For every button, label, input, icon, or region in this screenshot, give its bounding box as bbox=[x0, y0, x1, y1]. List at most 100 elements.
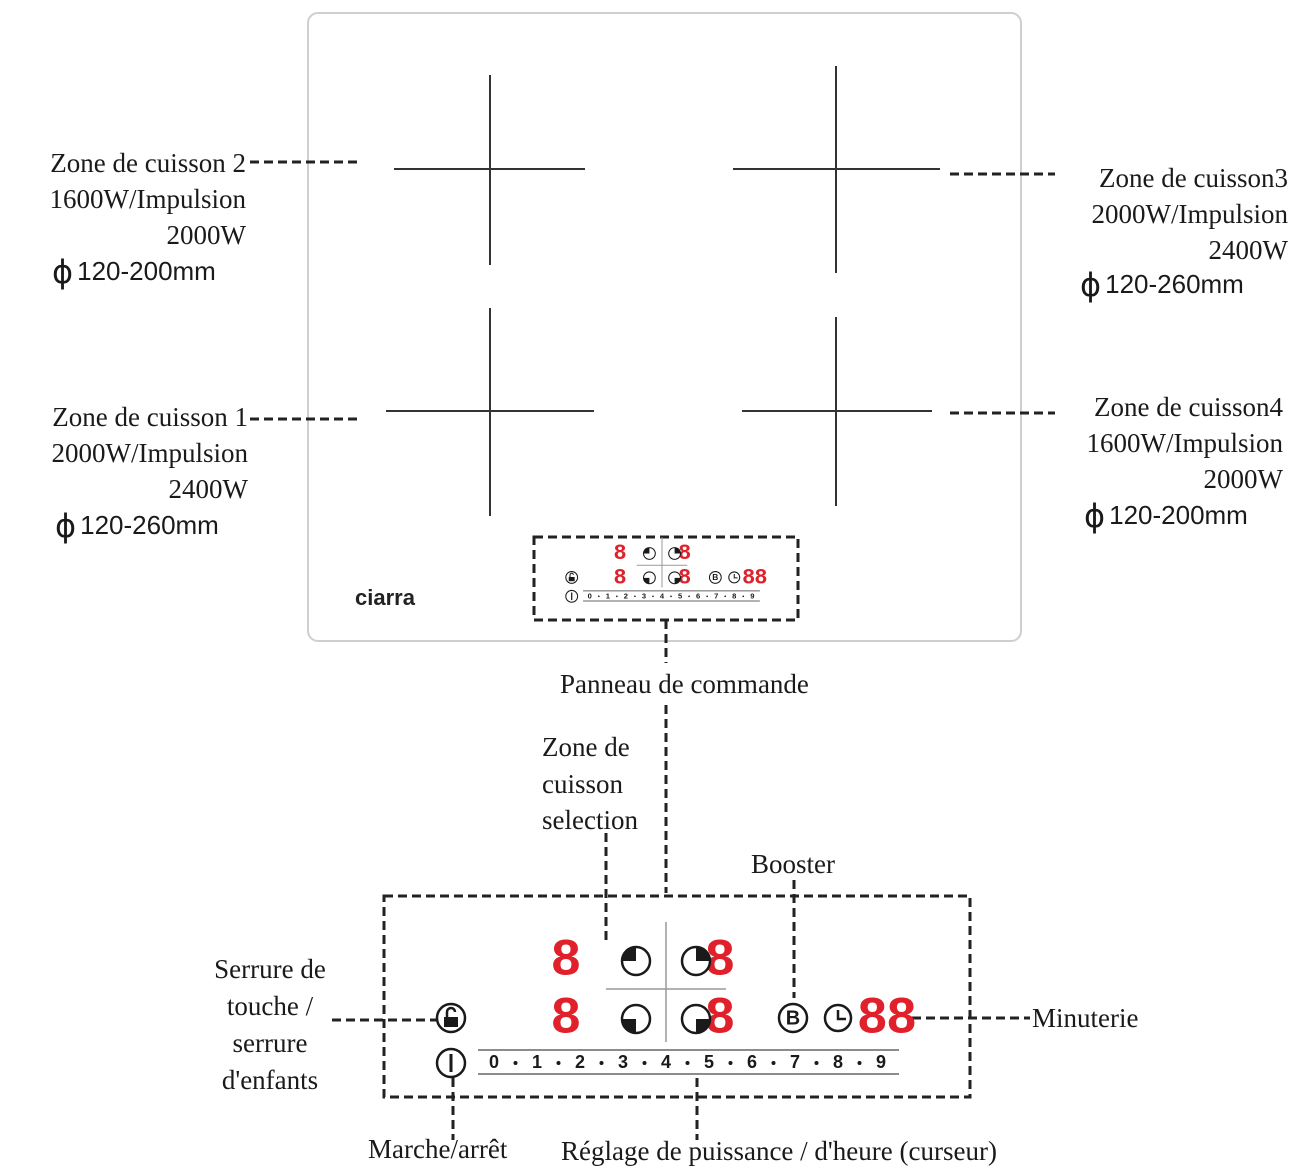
slider-dot bbox=[688, 595, 690, 598]
booster-letter: B bbox=[786, 1007, 800, 1029]
lock-body bbox=[568, 577, 575, 582]
zone-1-selector-icon bbox=[642, 571, 656, 585]
booster-circle bbox=[708, 571, 722, 584]
diameter-icon: ϕ bbox=[1080, 266, 1102, 304]
zone-quadrant bbox=[622, 947, 636, 961]
slider-value-3: 3 bbox=[618, 1052, 628, 1072]
zone-quadrant bbox=[643, 547, 650, 554]
zone-1-boost: 2400W bbox=[168, 474, 248, 504]
clock-hands bbox=[836, 1010, 846, 1021]
zone-2-title: Zone de cuisson 2 bbox=[50, 148, 246, 178]
zone-3-cross bbox=[733, 66, 940, 273]
zone-3-power: 2000W/Impulsion bbox=[1091, 199, 1289, 229]
zone-selection-line-2: cuisson bbox=[542, 768, 623, 799]
zone-4-selector-icon bbox=[680, 1003, 712, 1035]
slider-value-0: 0 bbox=[489, 1052, 499, 1072]
diameter-icon: ϕ bbox=[1084, 497, 1106, 535]
clock-icon bbox=[823, 1003, 853, 1033]
zone-selection-line-3: selection bbox=[542, 805, 638, 835]
slider-value-2: 2 bbox=[624, 591, 628, 600]
zone-4-title: Zone de cuisson4 bbox=[1094, 392, 1283, 422]
zone-2-power: 1600W/Impulsion bbox=[49, 184, 247, 214]
zone-2-label: Zone de cuisson 2 1600W/Impulsion 2000W bbox=[0, 145, 247, 253]
zone-3-selector-icon bbox=[668, 547, 682, 560]
slider-dot bbox=[597, 595, 600, 598]
lock-line-2: touche / bbox=[226, 991, 314, 1021]
slider-value-4: 4 bbox=[661, 1052, 671, 1072]
lock-icon bbox=[565, 571, 579, 584]
slider-dot bbox=[724, 595, 727, 598]
lock-line-3: serrure bbox=[232, 1028, 308, 1058]
zone-2-diameter-value: 120-200mm bbox=[77, 256, 216, 286]
slider-value-9: 9 bbox=[876, 1052, 886, 1072]
slider-value-6: 6 bbox=[696, 591, 700, 600]
power-label: Marche/arrêt bbox=[368, 1134, 508, 1164]
digit-zone-2: 8 bbox=[550, 932, 581, 991]
slider-dot bbox=[728, 1061, 733, 1065]
clock-hands bbox=[733, 574, 738, 579]
brand-logo: ciarra bbox=[355, 585, 415, 610]
booster-letter: B bbox=[712, 572, 718, 582]
lock-line-1: Serrure de bbox=[214, 954, 326, 984]
digit-zone-1: 8 bbox=[550, 990, 581, 1049]
lock-body bbox=[444, 1017, 458, 1027]
booster-icon: B bbox=[708, 571, 722, 584]
slider-value-6: 6 bbox=[747, 1052, 757, 1072]
slider-dot bbox=[814, 1061, 819, 1065]
booster-circle bbox=[777, 1002, 809, 1034]
clock-icon bbox=[728, 571, 741, 584]
zone-quadrant bbox=[622, 1019, 636, 1033]
zone-1-label: Zone de cuisson 1 2000W/Impulsion 2400W bbox=[0, 399, 249, 507]
slider-value-5: 5 bbox=[678, 591, 682, 600]
booster-label: Booster bbox=[751, 849, 835, 879]
slider-value-8: 8 bbox=[833, 1052, 843, 1072]
slider-value-3: 3 bbox=[642, 591, 646, 600]
zone-quadrant bbox=[696, 1019, 710, 1033]
slider-dot bbox=[857, 1061, 862, 1065]
slider-value-7: 7 bbox=[714, 591, 718, 600]
slider-dot bbox=[616, 595, 618, 598]
timer-digits: 88 bbox=[742, 566, 767, 591]
zone-4-label: Zone de cuisson4 1600W/Impulsion 2000W bbox=[1040, 389, 1284, 497]
digit-zone-2: 8 bbox=[613, 541, 626, 566]
slider-dot bbox=[742, 595, 745, 598]
slider-value-1: 1 bbox=[532, 1052, 542, 1072]
zone-selection-line-1: Zone de bbox=[542, 732, 630, 762]
digit-zone-3: 8 bbox=[678, 541, 691, 566]
slider-dot bbox=[652, 595, 654, 598]
large-panel-box bbox=[382, 894, 972, 1099]
zone-4-cross bbox=[742, 317, 932, 506]
zone-quadrant bbox=[696, 947, 710, 961]
zone-4-power: 1600W/Impulsion bbox=[1086, 428, 1284, 458]
slider-value-9: 9 bbox=[750, 591, 754, 600]
zone-leader-lines bbox=[250, 160, 1055, 421]
zone-3-boost: 2400W bbox=[1208, 235, 1288, 265]
lock-label: Serrure de touche / serrure d'enfants bbox=[190, 951, 350, 1099]
timer-digits: 88 bbox=[857, 990, 915, 1049]
slider-dot bbox=[771, 1061, 776, 1065]
lock-shackle bbox=[569, 572, 574, 577]
slider-dot bbox=[634, 595, 636, 598]
digit-zone-4: 8 bbox=[678, 566, 691, 591]
panel-title: Panneau de commande bbox=[560, 669, 809, 699]
zone-4-boost: 2000W bbox=[1203, 464, 1283, 494]
zone-1-cross bbox=[386, 308, 594, 516]
zone-4-diameter-value: 120-200mm bbox=[1109, 500, 1248, 530]
zone-3-diameter-value: 120-260mm bbox=[1105, 269, 1244, 299]
zone-2-boost: 2000W bbox=[166, 220, 246, 250]
power-icon bbox=[565, 589, 579, 603]
slider-value-4: 4 bbox=[660, 591, 665, 600]
slider-dot bbox=[642, 1061, 647, 1065]
slider-dot bbox=[599, 1061, 604, 1065]
zone-4-selector-icon bbox=[668, 571, 682, 585]
slider-dot bbox=[556, 1061, 561, 1065]
zone-selection-label: Zone de cuisson selection bbox=[542, 729, 638, 839]
zone-3-title: Zone de cuisson3 bbox=[1099, 163, 1288, 193]
timer-label: Minuterie bbox=[1032, 1003, 1139, 1033]
diameter-icon: ϕ bbox=[52, 253, 74, 291]
